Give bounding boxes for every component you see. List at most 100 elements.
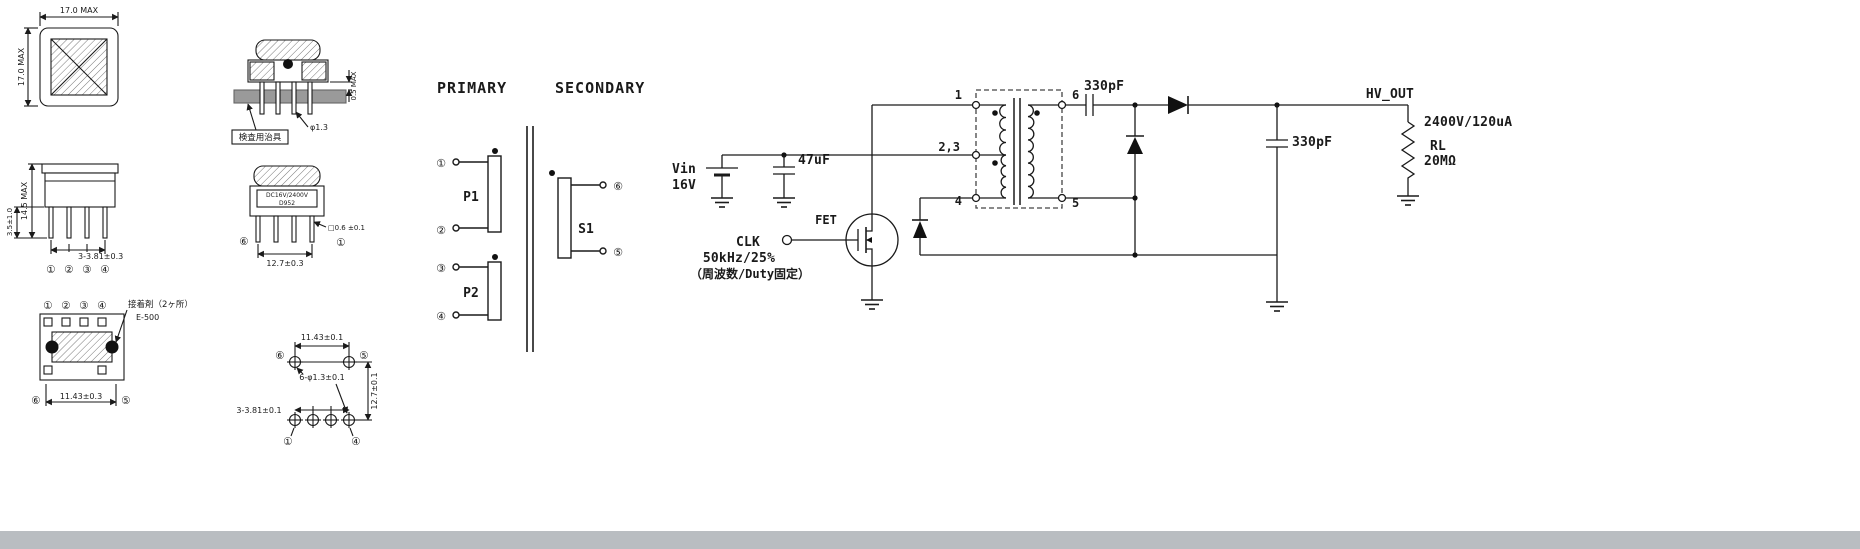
bottom-view-pin4-label: ④: [97, 300, 106, 312]
p2-polarity-dot: [492, 254, 498, 260]
bottom-view-pin5-label: ⑤: [121, 395, 130, 407]
p1-label: P1: [463, 190, 479, 205]
winding-s1: ⑥ ⑤ S1: [549, 170, 623, 259]
front-view-pin6-label: ⑥: [239, 236, 248, 248]
pin-layout-top-label: 11.43±0.1: [301, 333, 343, 342]
jig-gap-label: 0.5 MAX: [350, 71, 358, 100]
primary1-polarity-dot: [992, 110, 998, 116]
side-view-pin1-label: ①: [46, 264, 55, 276]
front-view-width-label: 12.7±0.3: [266, 259, 303, 268]
jig-plate: [233, 89, 347, 104]
secondary-header: SECONDARY: [555, 79, 645, 97]
winding-diagram: PRIMARY SECONDARY ① ② P1: [436, 79, 645, 352]
vin-source: Vin 16V: [672, 155, 738, 208]
primary-header: PRIMARY: [437, 79, 507, 97]
bottom-view-pin6-label: ⑥: [31, 395, 40, 407]
input-cap-label: 47uF: [798, 153, 830, 168]
mech-pin-layout: 11.43±0.1 ⑥ ⑤ 6-φ1.3±0.1 12.7±0.1: [236, 333, 379, 448]
side-view-pin-length-label: 3.5±1.0: [6, 208, 14, 236]
adhesive-dot-right: [105, 340, 119, 354]
bottom-view-width-label: 11.43±0.3: [60, 392, 102, 401]
winding-pin4-label: ④: [436, 310, 446, 323]
bottom-scrollbar-track[interactable]: [0, 531, 1860, 549]
schematic-transformer: 1 2,3 4 6 5: [938, 88, 1079, 210]
pin-layout-pin6-label: ⑥: [275, 350, 284, 362]
xfmr-pin23-label: 2,3: [938, 140, 960, 154]
front-view-pin1-label: ①: [336, 237, 345, 249]
top-view-height-dim: 17.0 MAX: [17, 27, 38, 107]
output-cap: 330pF: [1266, 105, 1332, 255]
resonant-cap: 330pF: [1065, 79, 1124, 116]
pin-layout-bottom-dim: 3-3.81±0.1: [236, 406, 350, 415]
vin-value-label: 16V: [672, 178, 696, 193]
s1-polarity-dot: [549, 170, 555, 176]
xfmr-pin5-label: 5: [1072, 196, 1079, 210]
top-view-width-label: 17.0 MAX: [60, 6, 99, 15]
jig-callout: 検査用治具: [231, 103, 289, 145]
front-view-pin-size-label: □0.6 ±0.1: [328, 224, 365, 232]
front-view-pin-size-dim: □0.6 ±0.1 ①: [313, 221, 365, 249]
mech-top-view: 17.0 MAX 17.0 MAX: [17, 6, 119, 107]
top-view-width-dim: 17.0 MAX: [39, 6, 119, 26]
clk-input: CLK 50kHz/25% （周波数/Duty固定）: [690, 234, 810, 281]
bottom-view-pin1-label: ①: [43, 300, 52, 312]
mech-jig-view: 0.5 MAX φ1.3 検査用治具: [231, 39, 358, 145]
side-view-height-dim: 14.5 MAX: [20, 163, 47, 239]
side-view-height-label: 14.5 MAX: [20, 181, 29, 220]
side-view-pin2-label: ②: [64, 264, 73, 276]
bottom-view-pin3-label: ③: [79, 300, 88, 312]
battery-symbol: [706, 155, 738, 198]
side-view-pin-length-dim: 3.5±1.0: [6, 206, 44, 239]
clk-terminal: [781, 234, 793, 246]
pin-layout-pin4-label: ④: [351, 436, 360, 448]
resonant-cap-label: 330pF: [1084, 79, 1124, 94]
fet: FET: [791, 213, 899, 310]
primary-coil: [999, 104, 1007, 199]
primary2-polarity-dot: [992, 160, 998, 166]
marking-partnumber-label: D952: [279, 200, 295, 207]
hv-spec-label: 2400V/120uA: [1424, 115, 1512, 130]
side-view-pin-pitch-label: 3-3.81±0.3: [78, 252, 123, 261]
ground-symbol: [860, 299, 884, 310]
winding-pin2-label: ②: [436, 224, 446, 237]
winding-pin3-label: ③: [436, 262, 446, 275]
clamp-diode: [912, 198, 928, 255]
load-resistor: [1400, 121, 1416, 180]
hv-output: HV_OUT 2400V/120uA RL 20MΩ: [1366, 87, 1512, 206]
jig-hole-label: φ1.3: [310, 123, 328, 132]
adhesive-note-label: 接着剤（2ヶ所）: [128, 299, 193, 310]
marking-rating-label: DC16V/2400V: [266, 192, 309, 199]
shunt-diode: [1126, 105, 1144, 255]
side-view-pin-pitch-dim: 3-3.81±0.3: [50, 240, 123, 261]
p1-polarity-dot: [492, 148, 498, 154]
ground-symbol: [1265, 301, 1289, 312]
pin-layout-top-dim: 11.43±0.1: [294, 333, 350, 354]
xfmr-pin1-label: 1: [955, 88, 962, 102]
front-view-width-dim: 12.7±0.3: [257, 244, 313, 268]
mech-front-view: DC16V/2400V D952 ⑥ □0.6 ±0.1 ① 12.7±0.3: [239, 165, 365, 268]
winding-pin5-label: ⑤: [613, 246, 623, 259]
pin-layout-pin1-label: ①: [283, 436, 292, 448]
load-value-label: 20MΩ: [1424, 154, 1456, 169]
ground-symbol: [1396, 195, 1420, 206]
output-cap-label: 330pF: [1292, 135, 1332, 150]
fet-label: FET: [815, 213, 837, 227]
bottom-view-pin2-label: ②: [61, 300, 70, 312]
hv-out-label: HV_OUT: [1366, 87, 1414, 102]
jig-label: 検査用治具: [239, 132, 282, 143]
mech-bottom-view: ① ② ③ ④ 接着剤（2ヶ所） E-500 11.43±0.: [31, 299, 193, 407]
clk-spec-label: 50kHz/25%: [703, 251, 775, 266]
winding-pin6-label: ⑥: [613, 180, 623, 193]
pin-layout-hole-label: 6-φ1.3±0.1: [299, 373, 344, 382]
winding-pin1-label: ①: [436, 157, 446, 170]
winding-p2: ③ ④ P2: [436, 254, 502, 323]
pin-layout-bottom-label: 3-3.81±0.1: [236, 406, 281, 415]
load-name-label: RL: [1430, 139, 1446, 154]
mech-side-view: 14.5 MAX 3.5±1.0 3-3.81±0.3 ① ② ③ ④: [6, 163, 123, 276]
side-view-pin3-label: ③: [82, 264, 91, 276]
ground-symbol: [710, 197, 734, 208]
application-schematic: Vin 16V 47uF: [672, 79, 1512, 312]
secondary-coil: [1027, 104, 1035, 199]
